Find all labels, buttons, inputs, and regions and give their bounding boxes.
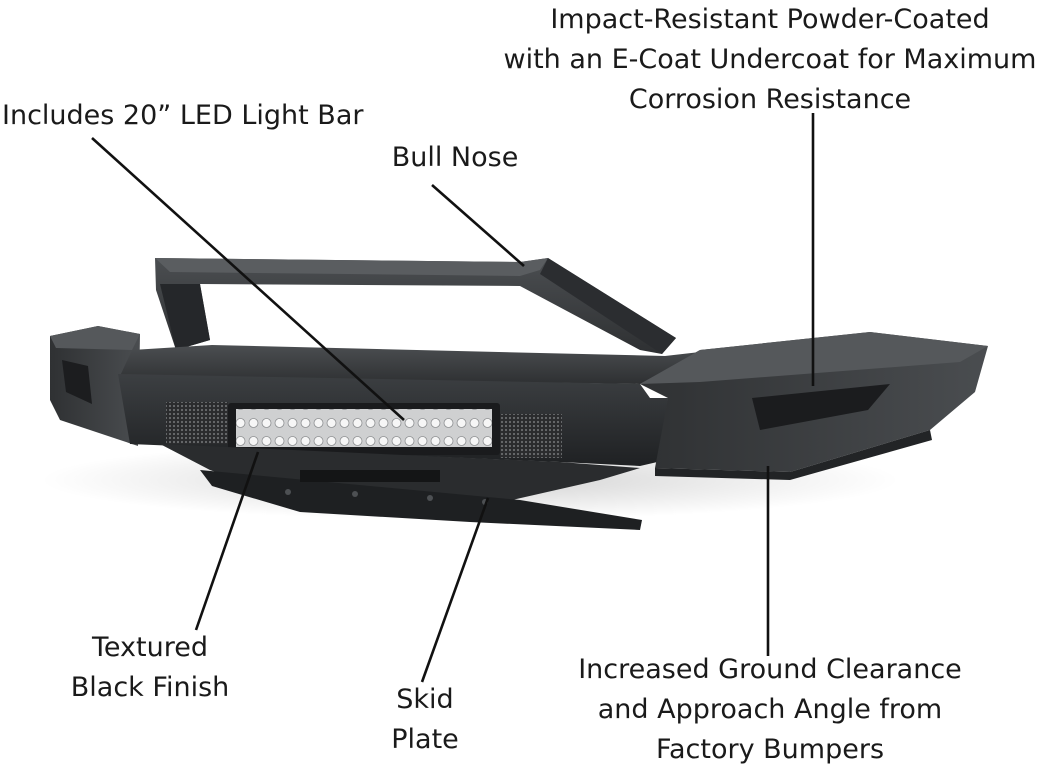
callout-clearance-line-1: Increased Ground Clearance [578, 654, 962, 685]
leader-skid [420, 497, 490, 683]
callout-coating-line-2: with an E-Coat Undercoat for Maximum [503, 44, 1037, 75]
callout-coating-line-1: Impact-Resistant Powder-Coated [550, 4, 990, 35]
leader-finish [194, 451, 260, 631]
callout-clearance-line-2: and Approach Angle from [597, 694, 943, 725]
skid-plate [160, 444, 642, 530]
callout-coating: Impact-Resistant Powder-Coated with an E… [480, 0, 1045, 120]
callout-clearance: Increased Ground Clearance and Approach … [560, 650, 980, 770]
callout-skid-plate-line-2: Plate [391, 724, 459, 755]
leader-lines [91, 113, 815, 683]
leader-led-bar [91, 137, 405, 421]
callout-skid-plate: Skid Plate [355, 680, 495, 760]
callout-finish-line-2: Black Finish [70, 672, 230, 703]
callout-finish: Textured Black Finish [40, 628, 260, 708]
led-light-bar [236, 409, 492, 447]
callout-bull-nose-text: Bull Nose [391, 142, 519, 173]
callout-bull-nose: Bull Nose [370, 138, 540, 178]
callout-coating-line-3: Corrosion Resistance [628, 84, 912, 115]
leader-bull-nose [431, 184, 525, 267]
callout-skid-plate-line-1: Skid [396, 684, 454, 715]
callout-led-bar: Includes 20” LED Light Bar [2, 96, 363, 136]
left-mesh-grille [166, 402, 228, 444]
callout-led-bar-text: Includes 20” LED Light Bar [2, 100, 364, 131]
top-deck [120, 345, 700, 384]
callout-finish-line-1: Textured [92, 632, 208, 663]
callout-clearance-line-3: Factory Bumpers [655, 734, 885, 765]
left-end-cap [50, 326, 140, 446]
right-mesh-grille [500, 414, 562, 458]
bull-nose-bar [155, 258, 676, 354]
center-face [118, 374, 668, 466]
